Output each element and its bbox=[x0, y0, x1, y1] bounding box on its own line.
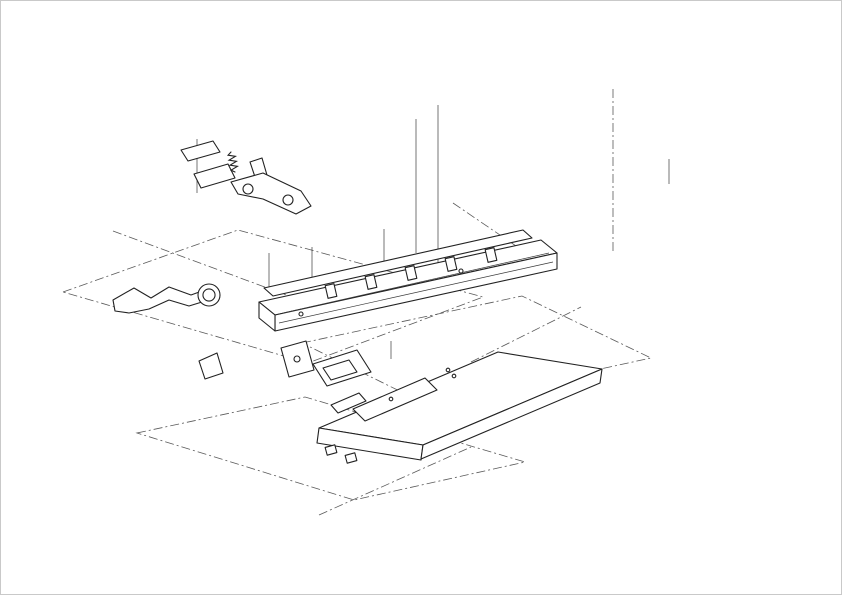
tray-hole bbox=[388, 396, 394, 402]
tray-slot bbox=[352, 377, 438, 422]
lower-tray-right bbox=[420, 368, 603, 460]
arm-boss bbox=[242, 183, 254, 195]
tray-slot-2 bbox=[330, 392, 367, 414]
bracket-13-hole bbox=[293, 355, 301, 363]
assembly-plane-center bbox=[300, 295, 653, 407]
lower-tray-front bbox=[316, 427, 424, 461]
bracket-15 bbox=[198, 352, 224, 380]
chassis-detail bbox=[278, 261, 554, 324]
assembly-plane-left bbox=[61, 229, 485, 364]
chassis-hole bbox=[298, 311, 304, 317]
assembly-plane-bottom bbox=[135, 396, 527, 501]
tray-hole bbox=[451, 373, 457, 379]
axis-bottom-roller bbox=[318, 446, 472, 516]
tray-foot bbox=[344, 452, 358, 464]
chassis-post bbox=[324, 283, 338, 299]
chassis-hole bbox=[458, 268, 464, 274]
axis-feed-rollers bbox=[112, 230, 320, 308]
arm-boss bbox=[282, 194, 294, 206]
tray-foot bbox=[324, 444, 338, 456]
chassis-post bbox=[484, 247, 498, 263]
chassis-post bbox=[364, 274, 378, 290]
pickup-arm bbox=[230, 172, 312, 215]
chassis-detail bbox=[282, 252, 550, 314]
bracket-11-slot bbox=[322, 359, 358, 381]
tray-hole bbox=[445, 367, 451, 373]
roller-17 bbox=[197, 283, 221, 307]
chassis-post bbox=[404, 265, 418, 281]
chassis-post bbox=[444, 256, 458, 272]
axis-shaft-9 bbox=[470, 306, 582, 363]
bracket-25 bbox=[180, 140, 221, 162]
upper-rail bbox=[263, 229, 533, 297]
bracket-24 bbox=[193, 163, 236, 189]
spring-26 bbox=[226, 151, 240, 173]
main-chassis-left-end bbox=[258, 301, 276, 332]
